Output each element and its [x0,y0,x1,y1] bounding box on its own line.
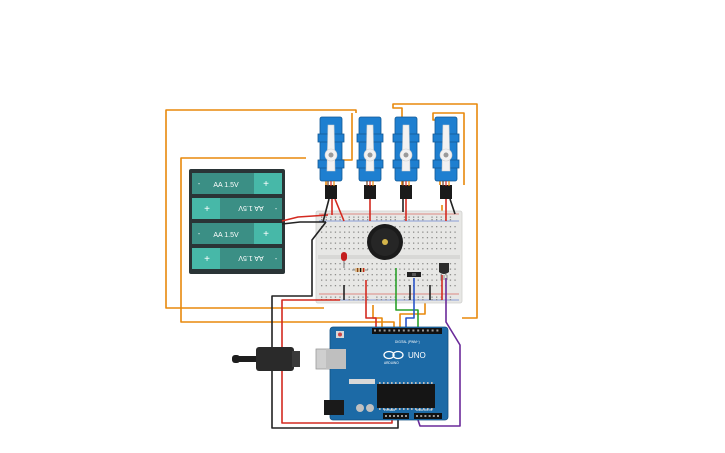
power-label: POWER [384,408,396,412]
minus-sign: - [275,256,278,263]
analog-label: ANALOG IN [416,408,432,412]
servo-horn [365,124,375,172]
atmega-chip [377,384,435,408]
orange-wire-servo34-top[interactable] [392,103,478,319]
servo-group [317,116,460,199]
capacitor [366,404,374,412]
red-led[interactable] [341,252,347,268]
battery-cell-1: AA 1.5V + - [192,173,282,194]
servo-connector [400,185,412,199]
servo-connector [325,185,337,199]
plus-sign: + [204,254,210,265]
crystal [349,379,375,384]
uno-logo-text: UNO [408,351,426,360]
servo-horn [401,124,411,172]
arduino-uno[interactable]: DIGITAL (PWM~) UNO ARDUINO POWER ANALOG … [324,326,449,421]
green-wire[interactable] [395,268,419,328]
blue-wire[interactable] [405,278,415,328]
breadboard-red-to-arduino[interactable] [281,299,393,424]
power-jack [324,400,344,415]
capacitor [356,404,364,412]
battery-cell-label: AA 1.5V [213,182,239,189]
chip-legs [379,382,433,410]
battery-black-wire[interactable] [281,221,326,225]
minus-sign: - [275,206,278,213]
battery-cell-label: AA 1.5V [213,232,239,239]
orange-wire-arduino-1[interactable] [399,298,426,328]
servo4-black-wire[interactable] [449,198,456,215]
digital-header-pins [374,329,439,332]
battery-cell-label: AA 1.5V [238,204,264,211]
arduino-logo-icon [383,350,404,360]
servo-horn [326,124,336,172]
orange-wire-outer-loop[interactable] [165,109,357,309]
plus-sign: + [204,204,210,215]
battery-red-wire[interactable] [281,214,329,222]
battery-pack[interactable]: AA 1.5V + - AA 1.5V + - AA 1.5V + - AA 1… [189,169,285,274]
led-red-wire[interactable] [365,280,377,328]
servo-horn [441,124,451,172]
resistor[interactable] [352,268,368,272]
battery-cell-2: AA 1.5V + - [192,198,282,219]
servo-connector [364,185,376,199]
servo-connector [440,185,452,199]
servo-motor[interactable] [392,116,420,199]
servo1-black-wire[interactable] [322,198,330,223]
minus-sign: - [198,181,201,188]
usb-port [326,349,346,369]
digital-label: DIGITAL (PWM~) [395,340,420,344]
servo1-sig-wire[interactable] [334,198,345,222]
pushbutton[interactable] [407,272,421,277]
plus-sign: + [263,229,269,240]
servo-motor[interactable] [432,116,460,199]
purple-wire[interactable] [417,278,461,427]
power-wires [271,198,461,429]
battery-cell-label: AA 1.5V [238,254,264,261]
plus-sign: + [263,179,269,190]
orange-wire-arduino-2[interactable] [372,305,383,328]
breadboard-black-to-arduino[interactable] [271,221,399,429]
power-header-pins [385,415,439,417]
temperature-sensor[interactable] [439,263,449,280]
battery-cell-3: AA 1.5V + - [192,223,282,244]
reset-button-cap [338,332,342,337]
battery-cell-4: AA 1.5V + - [192,248,282,269]
arduino-brand-text: ARDUINO [384,361,399,365]
orange-wire-inner-loop[interactable] [180,157,395,328]
minus-sign: - [198,231,201,238]
servo-motor[interactable] [356,116,384,199]
buzzer[interactable] [367,224,403,260]
servo-motor[interactable] [317,116,345,199]
